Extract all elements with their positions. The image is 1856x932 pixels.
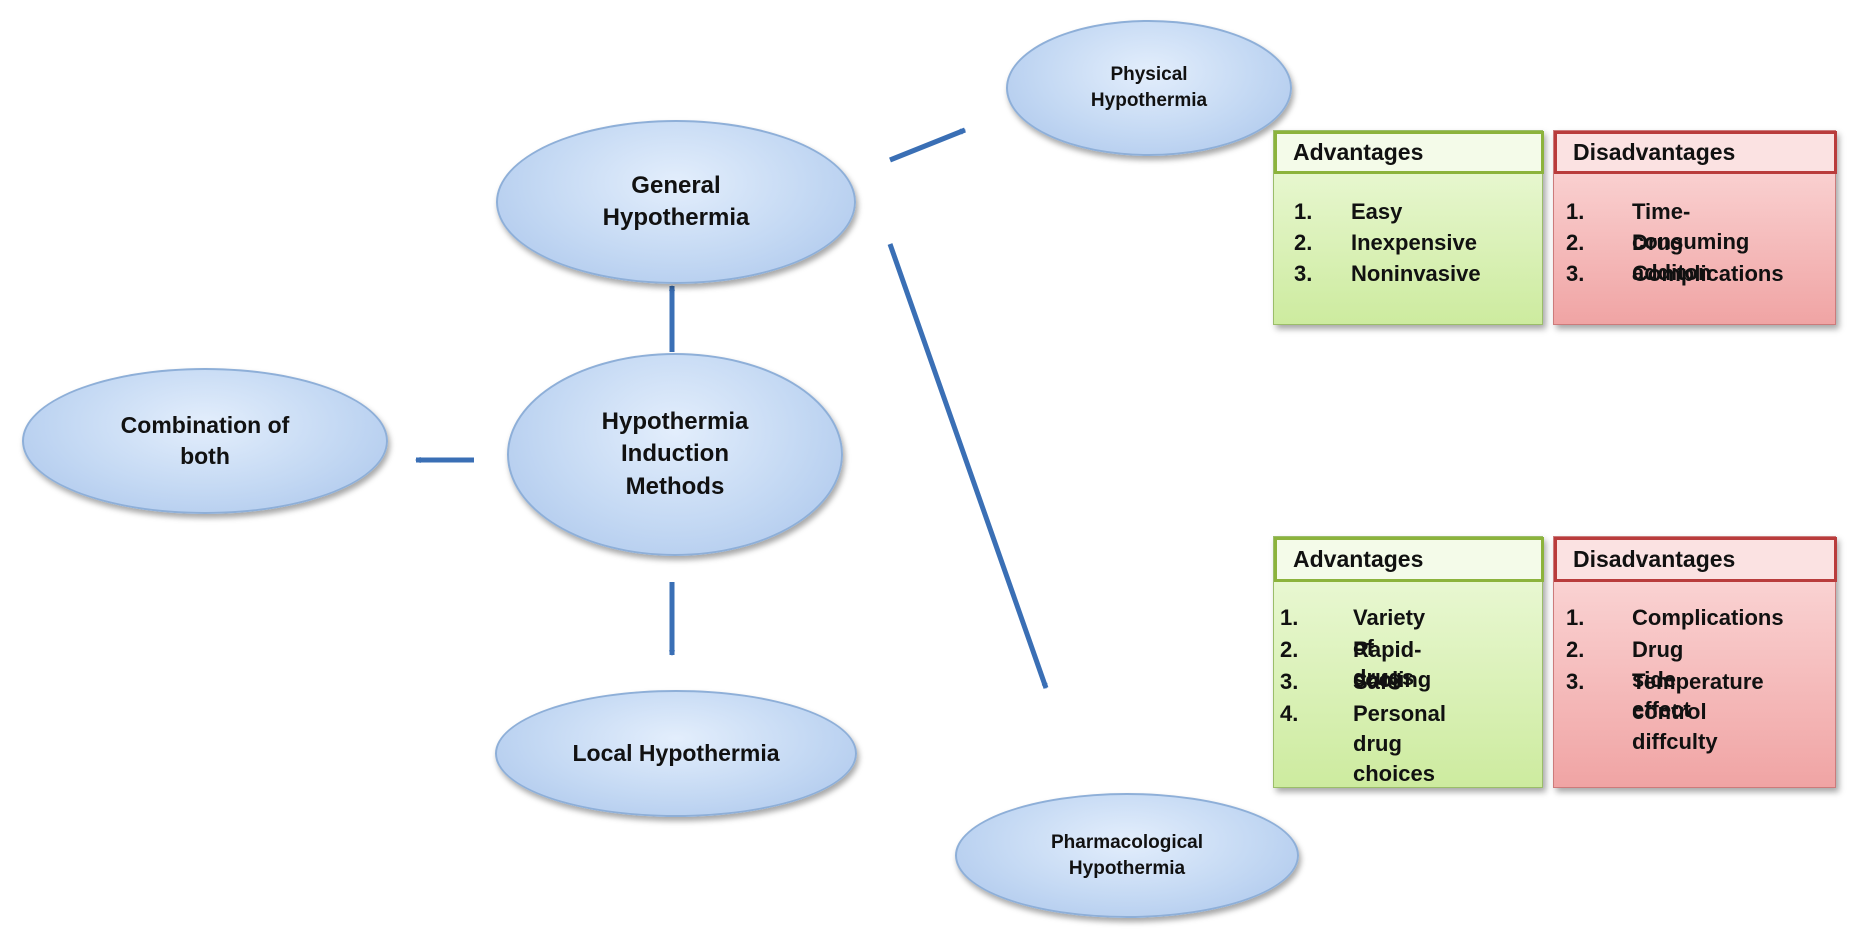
list-item-text: Complications [1632, 605, 1784, 630]
pharmacological-advantages-box: Advantages 1.Variety of drugs 2.Rapid-co… [1273, 536, 1544, 788]
node-label: General Hypothermia [602, 171, 750, 231]
physical-disadvantages-box: Disadvantages 1.Time-consuming 2.Drug ad… [1553, 130, 1837, 325]
box-title: Advantages [1274, 537, 1544, 582]
pharmacological-disadvantages-box: Disadvantages 1.Complications 2.Drug sid… [1553, 536, 1837, 788]
node-label: Physical Hypothermia [1090, 64, 1208, 111]
node-general-hypothermia: General Hypothermia [496, 120, 856, 284]
physical-advantages-box: Advantages 1.Easy 2.Inexpensive 3.Noninv… [1273, 130, 1544, 325]
node-local-hypothermia: Local Hypothermia [495, 690, 857, 817]
node-induction-methods: Hypothermia Induction Methods [507, 353, 843, 556]
node-label: Hypothermia Induction Methods [601, 407, 749, 500]
node-combination-of-both: Combination of both [22, 368, 388, 514]
list-item-text: Drug additon [1632, 230, 1712, 285]
list-item-text: Easy [1351, 199, 1403, 224]
list-item-text: Complications [1632, 261, 1784, 286]
node-physical-hypothermia: Physical Hypothermia [1006, 20, 1292, 156]
list-item-text: Temperature control diffculty [1632, 669, 1764, 754]
list-item-text: Safe [1353, 669, 1400, 694]
arrow-to-physical [889, 127, 966, 163]
box-title: Disadvantages [1554, 131, 1837, 174]
arrow-to-pharmacological [887, 243, 1049, 689]
list-item-text: Time-consuming [1632, 199, 1750, 254]
box-title: Disadvantages [1554, 537, 1837, 582]
list-item-text: Inexpensive [1351, 230, 1477, 255]
list-item-text: Noninvasive [1351, 261, 1481, 286]
node-pharmacological-hypothermia: Pharmacological Hypothermia [955, 793, 1299, 918]
list-item-text: Variety of drugs [1353, 605, 1426, 690]
box-title: Advantages [1274, 131, 1544, 174]
node-label: Pharmacological Hypothermia [1050, 831, 1204, 879]
list-item-text: Personal drug choices [1353, 701, 1446, 786]
list-item-text: Drug side effect [1632, 637, 1691, 722]
node-label: Local Hypothermia [572, 739, 780, 766]
list-item-text: Rapid-cooling [1353, 637, 1432, 692]
node-label: Combination of both [120, 411, 290, 469]
